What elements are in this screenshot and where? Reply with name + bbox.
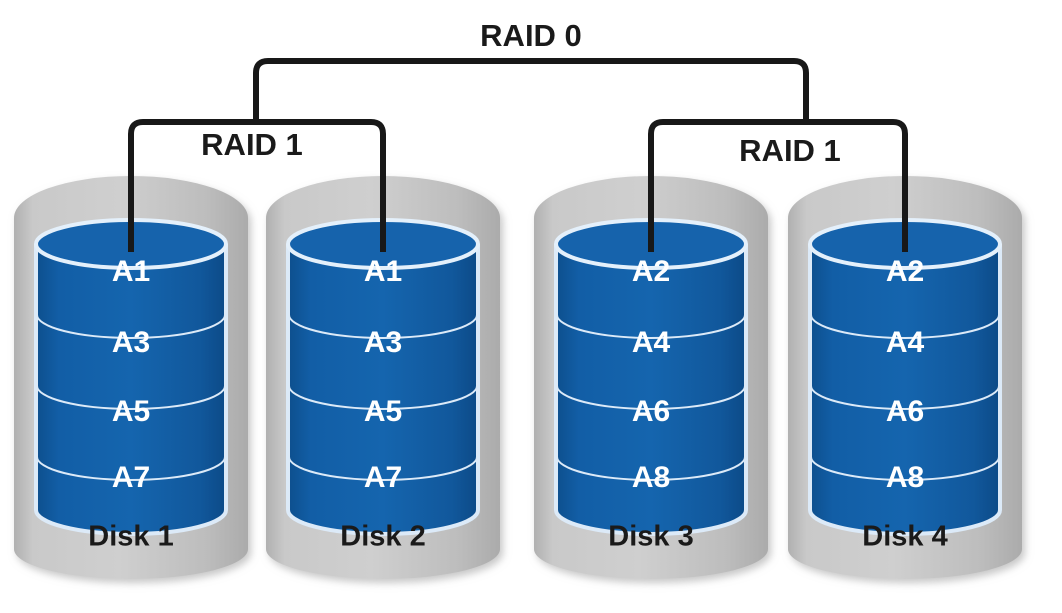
raid0-bracket-path (253, 58, 809, 122)
disk-4-block-2: A6 (886, 395, 924, 428)
raid1-right-bracket (648, 119, 908, 252)
disk-4-name: Disk 4 (862, 521, 947, 553)
disk-2-block-0: A1 (364, 255, 402, 288)
disk-3-name: Disk 3 (608, 521, 693, 553)
disk-1-block-3: A7 (112, 461, 150, 494)
disk-1-block-0: A1 (112, 255, 150, 288)
disk-2[interactable]: A1 A3 A5 A7 Disk 2 (266, 176, 500, 579)
disk-2-block-2: A5 (364, 395, 402, 428)
disk-1-name: Disk 1 (88, 521, 173, 553)
disk-4-block-3: A8 (886, 461, 924, 494)
disk-2-platters (286, 218, 480, 536)
disk-2-block-3: A7 (364, 461, 402, 494)
raid1-right-bracket-path (648, 119, 908, 252)
disk-1-block-2: A5 (112, 395, 150, 428)
disk-1-block-1: A3 (112, 326, 150, 359)
disk-1-platters (34, 218, 228, 536)
disk-1[interactable]: A1 A3 A5 A7 Disk 1 (14, 176, 248, 579)
disk-2-name: Disk 2 (340, 521, 425, 553)
disk-4-block-0: A2 (886, 255, 924, 288)
disk-2-block-1: A3 (364, 326, 402, 359)
disk-3[interactable]: A2 A4 A6 A8 Disk 3 (534, 176, 768, 579)
disk-group: A1 A3 A5 A7 Disk 1 (14, 176, 1022, 579)
disk-3-block-0: A2 (632, 255, 670, 288)
disk-4-block-1: A4 (886, 326, 925, 359)
raid1-right-label: RAID 1 (739, 133, 841, 168)
disk-3-block-1: A4 (632, 326, 671, 359)
raid0-bracket (253, 58, 809, 122)
disk-3-block-2: A6 (632, 395, 670, 428)
raid1-left-label: RAID 1 (201, 127, 303, 162)
raid0-label: RAID 0 (480, 18, 582, 53)
disk-3-block-3: A8 (632, 461, 670, 494)
